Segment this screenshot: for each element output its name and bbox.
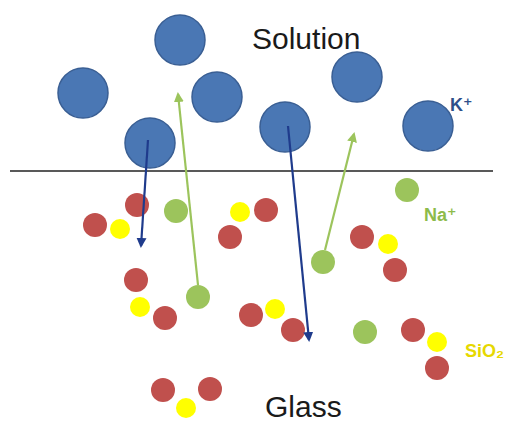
sodium-ions	[164, 178, 419, 344]
region-label: Solution	[252, 24, 360, 54]
region-label: Glass	[265, 392, 342, 422]
potassium-ions	[58, 15, 453, 168]
silica-molecules	[83, 193, 449, 418]
ion-label: K⁺	[450, 96, 473, 114]
molecule-label: SiO₂	[465, 342, 504, 360]
ion-label: Na⁺	[424, 206, 457, 224]
interface-line	[10, 170, 493, 172]
exchange-arrows	[141, 94, 354, 340]
